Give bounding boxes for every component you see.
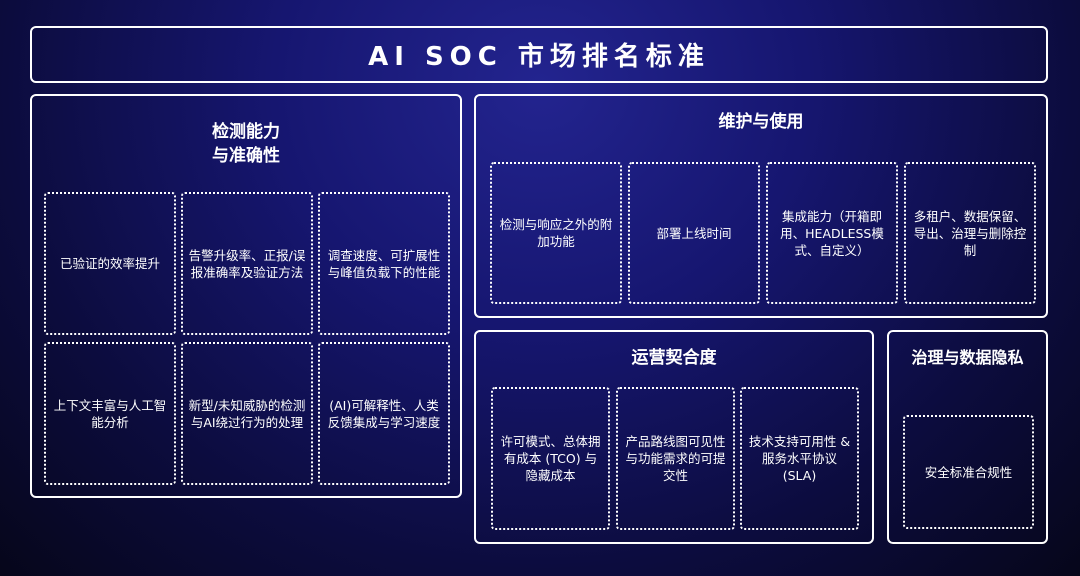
panel-operations-title: 运营契合度 [631,348,717,368]
card-explainability: (AI)可解释性、人类反馈集成与学习速度 [318,342,450,485]
card-licensing: 许可模式、总体拥有成本 (TCO) 与隐藏成本 [491,387,610,530]
card-support-sla: 技术支持可用性 & 服务水平协议 (SLA) [740,387,859,530]
panel-operations: 运营契合度 许可模式、总体拥有成本 (TCO) 与隐藏成本 产品路线图可见性与功… [474,330,874,544]
panel-maintenance-title: 维护与使用 [718,112,804,132]
card-integration: 集成能力（开箱即用、HEADLESS模式、自定义） [766,162,898,304]
card-deployment-time: 部署上线时间 [628,162,760,304]
panel-maintenance: 维护与使用 检测与响应之外的附加功能 部署上线时间 集成能力（开箱即用、HEAD… [474,94,1048,318]
panel-governance-title: 治理与数据隐私 [911,348,1024,367]
card-additional-features: 检测与响应之外的附加功能 [490,162,622,304]
panel-governance: 治理与数据隐私 安全标准合规性 [887,330,1048,544]
panel-detection-title: 检测能力 与准确性 [212,122,280,166]
card-compliance: 安全标准合规性 [903,415,1034,529]
card-context-enrichment: 上下文丰富与人工智能分析 [44,342,176,485]
card-multitenancy: 多租户、数据保留、导出、治理与删除控制 [904,162,1036,304]
card-verified-efficiency: 已验证的效率提升 [44,192,176,335]
page-title: AI SOC 市场排名标准 [30,26,1048,83]
card-investigation-speed: 调查速度、可扩展性与峰值负载下的性能 [318,192,450,335]
card-roadmap: 产品路线图可见性与功能需求的可提交性 [616,387,735,530]
panel-detection: 检测能力 与准确性 已验证的效率提升 告警升级率、正报/误报准确率及验证方法 调… [30,94,462,498]
card-alert-escalation: 告警升级率、正报/误报准确率及验证方法 [181,192,313,335]
card-novel-threats: 新型/未知威胁的检测与AI绕过行为的处理 [181,342,313,485]
